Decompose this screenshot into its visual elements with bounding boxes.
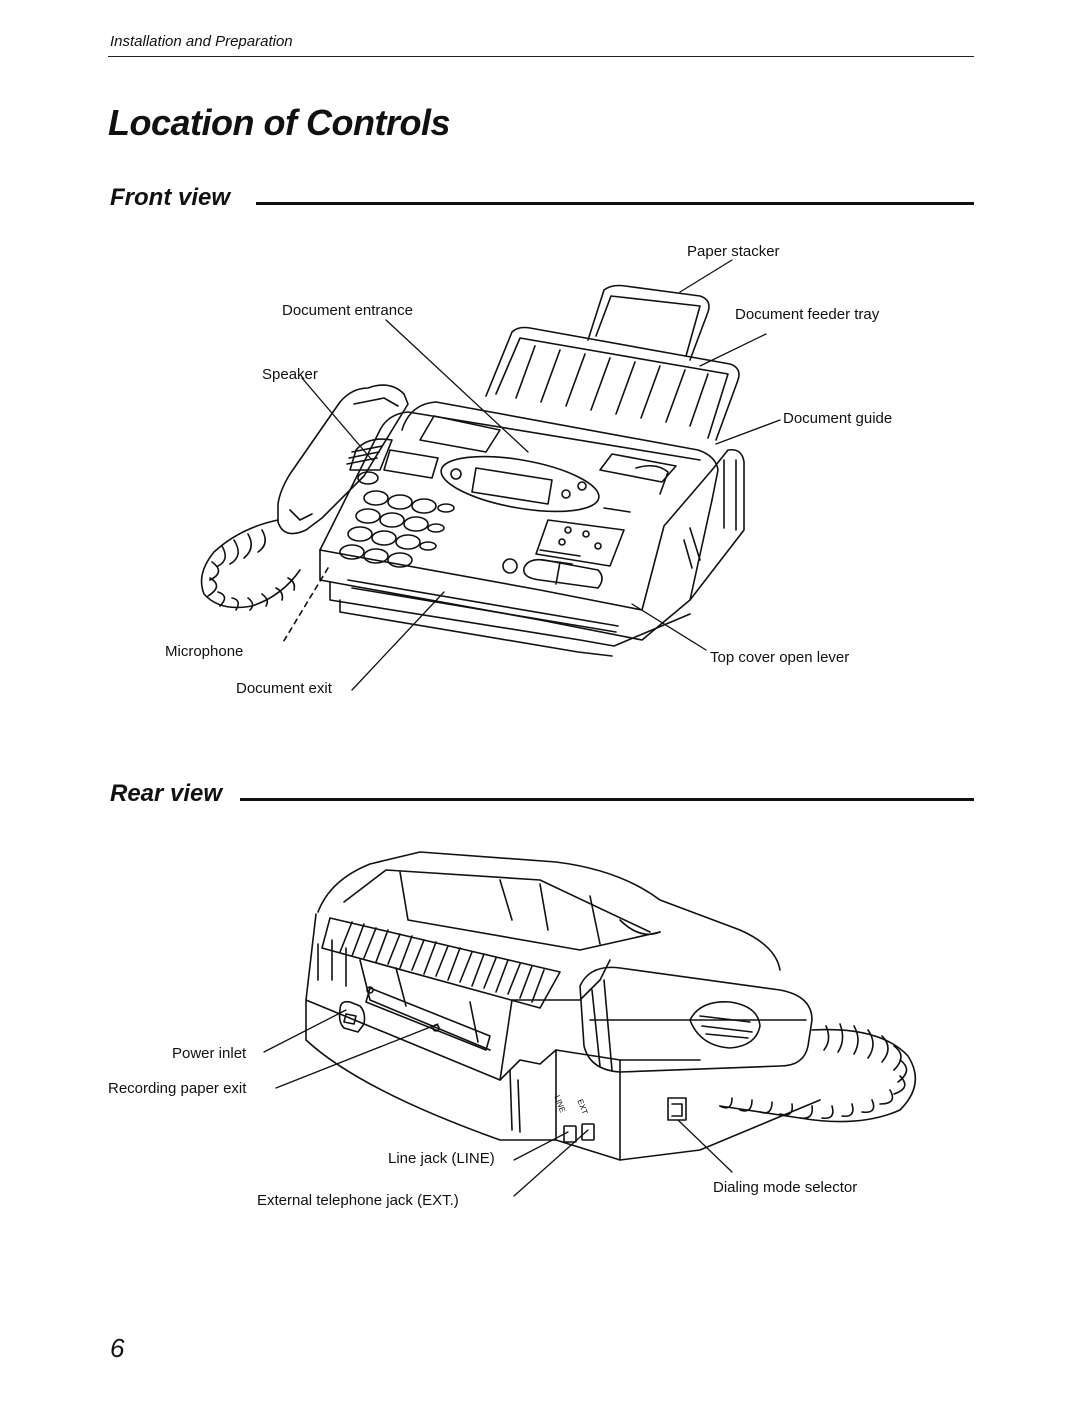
label-document-entrance: Document entrance — [282, 302, 413, 319]
label-paper-stacker: Paper stacker — [687, 243, 780, 260]
label-recording-paper-exit: Recording paper exit — [108, 1080, 247, 1097]
document-feeder-tray-part — [486, 328, 739, 441]
rear-leader-lines — [264, 1010, 732, 1196]
label-external-telephone-jack: External telephone jack (EXT.) — [257, 1192, 459, 1209]
rear-base-part — [556, 1050, 820, 1160]
rear-coiled-cord-part — [720, 1024, 915, 1122]
page-number: 6 — [110, 1333, 125, 1363]
label-speaker: Speaker — [262, 366, 318, 383]
coiled-cord-part — [202, 520, 300, 610]
front-view-rule — [256, 202, 974, 205]
label-dialing-mode-selector: Dialing mode selector — [713, 1179, 858, 1196]
top-cover-part — [318, 852, 780, 1008]
rear-view-rule — [240, 798, 974, 801]
label-line-jack: Line jack (LINE) — [388, 1150, 495, 1167]
front-leader-lines — [302, 260, 780, 690]
front-view-heading: Front view — [110, 184, 231, 211]
header-rule — [108, 56, 974, 57]
rear-handset-part — [580, 967, 812, 1072]
rear-view-heading: Rear view — [110, 780, 223, 807]
microphone-dashed-leader — [282, 568, 328, 644]
running-header: Installation and Preparation — [110, 33, 293, 50]
paper-stacker-part — [588, 286, 709, 361]
label-top-cover-open-lever: Top cover open lever — [710, 649, 850, 666]
page-title: Location of Controls — [108, 102, 450, 143]
label-power-inlet: Power inlet — [172, 1045, 247, 1062]
rear-body-part — [306, 914, 610, 1140]
label-document-feeder-tray: Document feeder tray — [735, 306, 880, 323]
keypad-part — [340, 491, 630, 588]
label-document-guide: Document guide — [783, 410, 893, 427]
label-document-exit: Document exit — [236, 680, 332, 697]
handset-part — [278, 385, 408, 533]
label-microphone: Microphone — [165, 643, 244, 660]
